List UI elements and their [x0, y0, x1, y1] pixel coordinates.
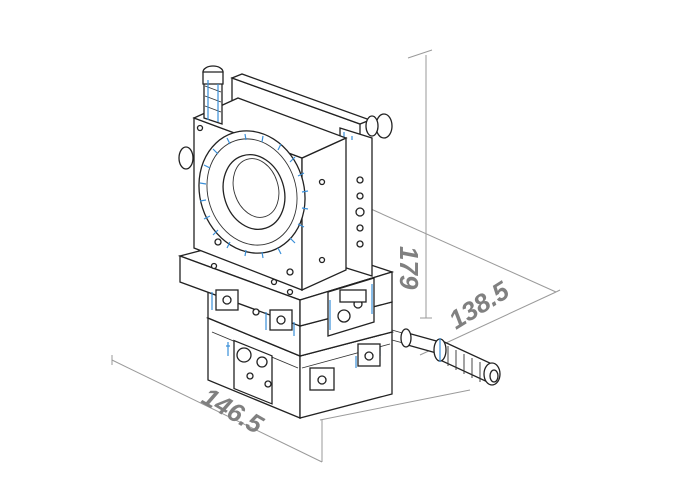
rotation-mount: [178, 65, 393, 292]
micrometer-drive: [391, 328, 501, 386]
depth-dimension-label: 138.5: [443, 275, 515, 335]
height-dimension-label: 179: [394, 246, 424, 290]
rotation-scale-ticks: [199, 133, 309, 259]
width-dimension-label: 146.5: [197, 381, 269, 440]
dimension-lines: [111, 49, 561, 463]
